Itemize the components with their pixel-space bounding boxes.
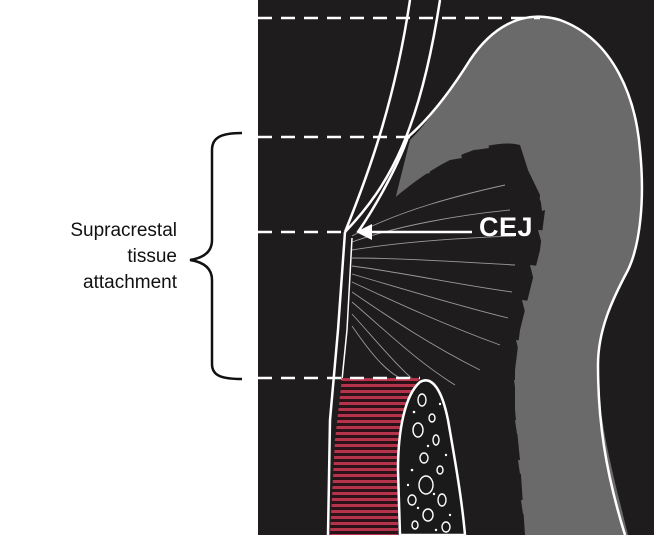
tooth-crown-outer [344, 0, 442, 233]
reference-lines [258, 16, 540, 380]
tooth-crown-inner [343, 0, 412, 233]
supracrestal-tissue-attachment-label: Supracrestal tissue attachment [70, 218, 177, 296]
label-line-2: tissue [127, 246, 177, 267]
fibre-fringe [420, 105, 572, 514]
gingiva [360, 0, 654, 535]
curly-brace [189, 131, 243, 381]
connective-tissue [350, 143, 540, 535]
root-surface [326, 231, 347, 535]
root-inner [341, 237, 353, 381]
gingival-outline [407, 15, 644, 535]
enamel-margin [356, 136, 410, 233]
periodontal-ligament [330, 378, 420, 535]
bone-dots [406, 402, 452, 532]
label-line-3: attachment [83, 272, 177, 293]
label-line-1: Supracrestal [70, 220, 177, 241]
bone-trabeculae [407, 393, 451, 533]
cej-arrow [356, 224, 472, 240]
cej-label: CEJ [479, 212, 534, 242]
